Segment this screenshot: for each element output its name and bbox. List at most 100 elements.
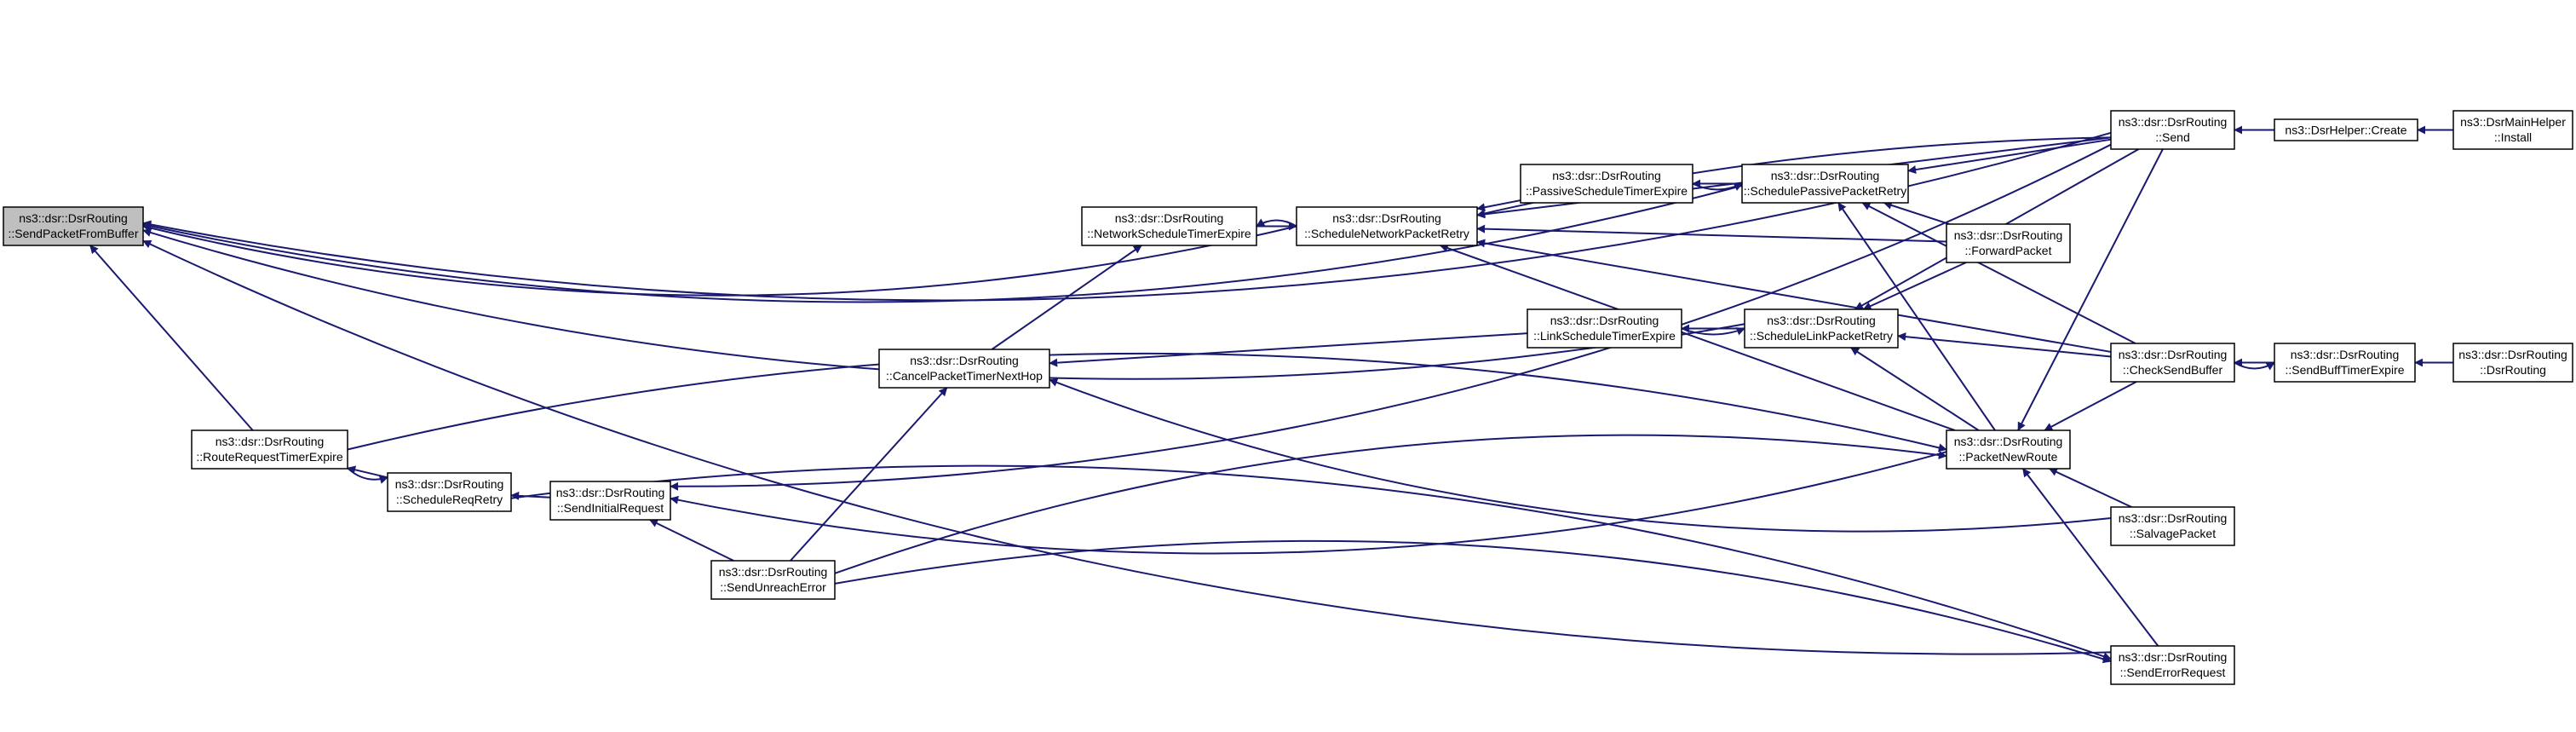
node-label-line1-sendunreacherror: ns3::dsr::DsrRouting bbox=[719, 565, 828, 579]
node-label-line1-checksendbuffer: ns3::dsr::DsrRouting bbox=[2119, 348, 2228, 361]
node-label-line1-salvagepacket: ns3::dsr::DsrRouting bbox=[2119, 511, 2228, 525]
node-label-line1-schedulereqretry: ns3::dsr::DsrRouting bbox=[395, 477, 504, 491]
node-box-sendbufftimerexpire bbox=[2274, 343, 2416, 383]
node-label-line1-schedulenetworkpacketretry: ns3::dsr::DsrRouting bbox=[1332, 211, 1441, 225]
node-box-dsrmainhelperinstall bbox=[2452, 110, 2573, 150]
edge-routerequesttimerexpire-to-sendpacketfrombuffer bbox=[89, 245, 254, 431]
edge-passivescheduletimerexpire-to-schedulepassivepacketretry bbox=[1692, 182, 1743, 191]
node-label-line1-sendbufftimerexpire: ns3::dsr::DsrRouting bbox=[2291, 348, 2400, 361]
node-label-line1-networkscheduletimerexpire: ns3::dsr::DsrRouting bbox=[1115, 211, 1224, 225]
edge-routerequesttimerexpire-to-schedulereqretry bbox=[347, 467, 388, 484]
edge-salvagepacket-to-packetnewroute bbox=[2048, 468, 2132, 508]
node-label-line2-schedulereqretry: ::ScheduleReqRetry bbox=[396, 493, 503, 506]
node-box-networkscheduletimerexpire bbox=[1081, 206, 1257, 246]
node-label-line1-routerequesttimerexpire: ns3::dsr::DsrRouting bbox=[216, 435, 325, 448]
node-dsrrouting[interactable]: ns3::dsr::DsrRouting::DsrRouting bbox=[2452, 343, 2573, 383]
node-label-line2-dsrmainhelperinstall: ::Install bbox=[2494, 130, 2532, 144]
node-schedulenetworkpacketretry[interactable]: ns3::dsr::DsrRouting::ScheduleNetworkPac… bbox=[1296, 206, 1478, 246]
node-packetnewroute[interactable]: ns3::dsr::DsrRouting::PacketNewRoute bbox=[1946, 429, 2071, 470]
edge-linkscheduletimerexpire-to-schedulelinkpacketretry bbox=[1681, 327, 1745, 336]
node-routerequesttimerexpire[interactable]: ns3::dsr::DsrRouting::RouteRequestTimerE… bbox=[191, 429, 348, 470]
edge-schedulepassivepacketretry-to-sendpacketfrombuffer bbox=[142, 184, 1743, 303]
node-networkscheduletimerexpire[interactable]: ns3::dsr::DsrRouting::NetworkScheduleTim… bbox=[1081, 206, 1257, 246]
edge-checksendbuffer-to-sendbufftimerexpire bbox=[2234, 361, 2275, 371]
node-box-sendinitialrequest bbox=[549, 481, 671, 521]
node-box-send bbox=[2110, 110, 2235, 150]
node-label-line2-checksendbuffer: ::CheckSendBuffer bbox=[2123, 363, 2223, 377]
node-schedulepassivepacketretry[interactable]: ns3::dsr::DsrRouting::SchedulePassivePac… bbox=[1741, 164, 1909, 204]
node-linkscheduletimerexpire[interactable]: ns3::dsr::DsrRouting::LinkScheduleTimerE… bbox=[1527, 308, 1682, 349]
edge-senderrorrequest-to-packetnewroute bbox=[2021, 468, 2159, 647]
node-label-line2-linkscheduletimerexpire: ::LinkScheduleTimerExpire bbox=[1533, 329, 1676, 343]
edge-senderrorrequest-to-sendpacketfrombuffer bbox=[142, 239, 2112, 655]
node-label-line1-sendinitialrequest: ns3::dsr::DsrRouting bbox=[556, 486, 665, 499]
edge-passivescheduletimerexpire-to-schedulenetworkpacketretry bbox=[1476, 199, 1521, 212]
node-label-line2-salvagepacket: ::SalvagePacket bbox=[2130, 527, 2216, 540]
node-sendinitialrequest[interactable]: ns3::dsr::DsrRouting::SendInitialRequest bbox=[549, 481, 671, 521]
edge-linkscheduletimerexpire-to-cancelpackettimernexthop bbox=[1049, 332, 1528, 367]
node-box-dsrhelpercreate bbox=[2274, 118, 2418, 141]
node-senderrorrequest[interactable]: ns3::dsr::DsrRouting::SendErrorRequest bbox=[2110, 645, 2235, 685]
edge-sendunreacherror-to-sendinitialrequest bbox=[648, 519, 734, 562]
edge-checksendbuffer-to-schedulepassivepacketretry bbox=[1861, 202, 2136, 344]
node-label-line1-packetnewroute: ns3::dsr::DsrRouting bbox=[1954, 435, 2063, 448]
edge-forwardpacket-to-schedulelinkpacketretry bbox=[1862, 262, 1967, 310]
node-label-line1-cancelpackettimernexthop: ns3::dsr::DsrRouting bbox=[910, 354, 1019, 367]
node-label-line2-sendunreacherror: ::SendUnreachError bbox=[720, 580, 826, 594]
node-label-line2-passivescheduletimerexpire: ::PassiveScheduleTimerExpire bbox=[1526, 184, 1688, 198]
node-label-line2-sendbufftimerexpire: ::SendBuffTimerExpire bbox=[2285, 363, 2404, 377]
edge-forwardpacket-to-schedulepassivepacketretry bbox=[1883, 201, 1950, 225]
node-checksendbuffer[interactable]: ns3::dsr::DsrRouting::CheckSendBuffer bbox=[2110, 343, 2235, 383]
node-label-line2-send: ::Send bbox=[2155, 130, 2189, 144]
node-label-line1-linkscheduletimerexpire: ns3::dsr::DsrRouting bbox=[1550, 314, 1659, 327]
edge-send-to-packetnewroute bbox=[2017, 148, 2164, 431]
node-label-line1-passivescheduletimerexpire: ns3::dsr::DsrRouting bbox=[1552, 169, 1661, 182]
node-box-forwardpacket bbox=[1946, 223, 2071, 263]
node-cancelpackettimernexthop[interactable]: ns3::dsr::DsrRouting::CancelPacketTimerN… bbox=[878, 349, 1050, 389]
node-send[interactable]: ns3::dsr::DsrRouting::Send bbox=[2110, 110, 2235, 150]
edge-layer bbox=[89, 125, 2453, 664]
node-label-line1-dsrmainhelperinstall: ns3::DsrMainHelper bbox=[2460, 115, 2566, 129]
node-label-line1-schedulelinkpacketretry: ns3::dsr::DsrRouting bbox=[1767, 314, 1876, 327]
node-label-line2-routerequesttimerexpire: ::RouteRequestTimerExpire bbox=[196, 450, 342, 464]
node-label-line1-dsrhelpercreate: ns3::DsrHelper::Create bbox=[2285, 124, 2406, 137]
edge-checksendbuffer-to-schedulenetworkpacketretry bbox=[1476, 239, 2112, 353]
node-label-line2-schedulepassivepacketretry: ::SchedulePassivePacketRetry bbox=[1744, 184, 1906, 198]
edge-packetnewroute-to-schedulepassivepacketretry bbox=[1837, 202, 1996, 431]
node-label-line1-senderrorrequest: ns3::dsr::DsrRouting bbox=[2119, 650, 2228, 664]
edge-sendunreacherror-to-packetnewroute bbox=[834, 434, 1947, 574]
node-label-line1-schedulepassivepacketretry: ns3::dsr::DsrRouting bbox=[1771, 169, 1880, 182]
node-sendunreacherror[interactable]: ns3::dsr::DsrRouting::SendUnreachError bbox=[710, 560, 836, 600]
node-box-schedulelinkpacketretry bbox=[1744, 308, 1899, 349]
edge-checksendbuffer-to-schedulelinkpacketretry bbox=[1897, 332, 2112, 358]
node-schedulereqretry[interactable]: ns3::dsr::DsrRouting::ScheduleReqRetry bbox=[387, 472, 512, 512]
edge-routerequesttimerexpire-to-packetnewroute bbox=[347, 352, 1947, 452]
node-box-senderrorrequest bbox=[2110, 645, 2235, 685]
node-box-checksendbuffer bbox=[2110, 343, 2235, 383]
node-label-line2-schedulelinkpacketretry: ::ScheduleLinkPacketRetry bbox=[1750, 329, 1893, 343]
node-box-packetnewroute bbox=[1946, 429, 2071, 470]
node-box-routerequesttimerexpire bbox=[191, 429, 348, 470]
node-sendpacketfrombuffer[interactable]: ns3::dsr::DsrRouting::SendPacketFromBuff… bbox=[3, 206, 144, 246]
edge-forwardpacket-to-schedulenetworkpacketretry bbox=[1476, 224, 1947, 243]
node-schedulelinkpacketretry[interactable]: ns3::dsr::DsrRouting::ScheduleLinkPacket… bbox=[1744, 308, 1899, 349]
node-box-sendunreacherror bbox=[710, 560, 836, 600]
node-box-salvagepacket bbox=[2110, 506, 2235, 546]
edge-send-to-sendinitialrequest bbox=[670, 143, 2112, 491]
edge-schedulenetworkpacketretry-to-sendpacketfrombuffer bbox=[142, 223, 1297, 297]
node-dsrhelpercreate[interactable]: ns3::DsrHelper::Create bbox=[2274, 118, 2418, 141]
node-label-line2-forwardpacket: ::ForwardPacket bbox=[1965, 244, 2052, 257]
node-box-cancelpackettimernexthop bbox=[878, 349, 1050, 389]
node-layer: ns3::dsr::DsrRouting::SendPacketFromBuff… bbox=[3, 110, 2573, 685]
edge-packetnewroute-to-schedulenetworkpacketretry bbox=[1439, 244, 1956, 431]
node-salvagepacket[interactable]: ns3::dsr::DsrRouting::SalvagePacket bbox=[2110, 506, 2235, 546]
node-sendbufftimerexpire[interactable]: ns3::dsr::DsrRouting::SendBuffTimerExpir… bbox=[2274, 343, 2416, 383]
edge-sendunreacherror-to-senderrorrequest bbox=[834, 539, 2112, 664]
node-dsrmainhelperinstall[interactable]: ns3::DsrMainHelper::Install bbox=[2452, 110, 2573, 150]
node-box-linkscheduletimerexpire bbox=[1527, 308, 1682, 349]
edge-packetnewroute-to-schedulelinkpacketretry bbox=[1850, 347, 1980, 431]
node-forwardpacket[interactable]: ns3::dsr::DsrRouting::ForwardPacket bbox=[1946, 223, 2071, 263]
node-box-schedulereqretry bbox=[387, 472, 512, 512]
node-passivescheduletimerexpire[interactable]: ns3::dsr::DsrRouting::PassiveScheduleTim… bbox=[1520, 164, 1693, 204]
